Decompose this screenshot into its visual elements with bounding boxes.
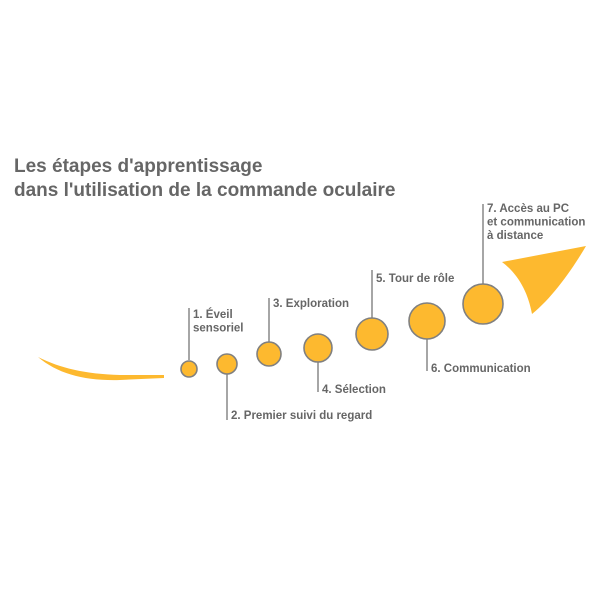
step-5-circle [355, 317, 389, 351]
step-4: 4. Sélection [303, 333, 386, 396]
step-2-label-line: 2. Premier suivi du regard [231, 410, 372, 422]
step-6-label: 6. Communication [431, 363, 531, 375]
step-1-label: 1. Éveil sensoriel [193, 308, 244, 335]
title-line-2: dans l'utilisation de la commande oculai… [14, 180, 395, 201]
arrowhead [502, 246, 586, 314]
step-3-label: 3. Exploration [273, 298, 349, 310]
step-3-label-line: 3. Exploration [273, 298, 349, 310]
title-line-1: Les étapes d'apprentissage [14, 156, 262, 177]
step-3: 3. Exploration [256, 298, 349, 367]
step-2-circle [216, 353, 238, 375]
trail-swoosh [38, 357, 164, 381]
step-7-circle [462, 283, 504, 325]
step-5-label: 5. Tour de rôle [376, 273, 454, 285]
step-5: 5. Tour de rôle [355, 270, 454, 351]
step-6: 6. Communication [408, 302, 531, 375]
step-4-label: 4. Sélection [322, 384, 386, 396]
steps-layer: 1. Éveil sensoriel 2. Premier suivi du reg… [180, 203, 585, 422]
step-7-label-line: 7. Accès au PC [487, 203, 569, 215]
step-2: 2. Premier suivi du regard [216, 353, 372, 422]
step-5-label-line: 5. Tour de rôle [376, 273, 454, 285]
step-7-label-line: et communication [487, 217, 585, 229]
step-4-label-line: 4. Sélection [322, 384, 386, 396]
step-3-circle [256, 341, 282, 367]
step-7-label-line: à distance [487, 230, 543, 242]
step-2-label: 2. Premier suivi du regard [231, 410, 372, 422]
step-1-label-line: 1. Éveil [193, 308, 233, 321]
step-6-label-line: 6. Communication [431, 363, 531, 375]
step-1-label-line: sensoriel [193, 323, 244, 335]
step-1-circle [180, 360, 198, 378]
step-4-circle [303, 333, 333, 363]
step-6-circle [408, 302, 446, 340]
step-1: 1. Éveil sensoriel [180, 308, 244, 378]
